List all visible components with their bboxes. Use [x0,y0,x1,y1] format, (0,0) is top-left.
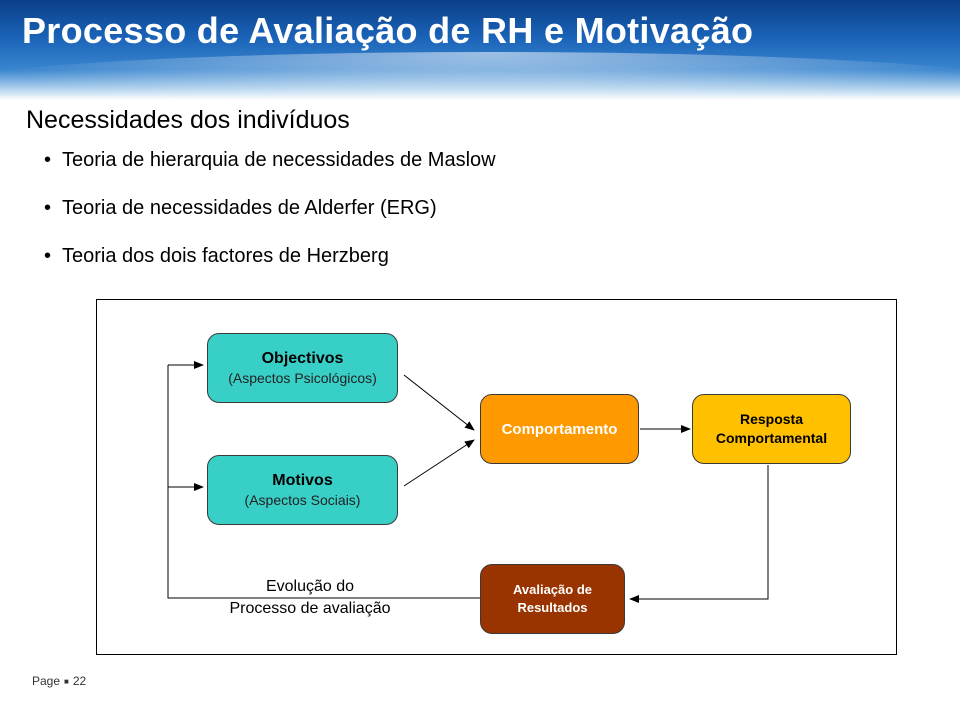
diagram-frame [96,299,897,655]
node-resposta-title-line1: Resposta [739,411,804,427]
bullet-item: Teoria dos dois factores de Herzberg [44,242,496,290]
slide-header: Processo de Avaliação de RH e Motivação [0,0,960,100]
node-motivos: Motivos (Aspectos Sociais) [207,455,398,525]
bullet-list: Teoria de hierarquia de necessidades de … [44,146,496,290]
node-comportamento: Comportamento [480,394,639,464]
node-avaliacao-title-line2: Resultados [517,600,588,615]
page-footer: Page■22 [32,674,86,688]
node-resposta-title-line2: Comportamental [715,430,828,446]
slide-title: Processo de Avaliação de RH e Motivação [22,10,754,51]
node-motivos-subtitle: (Aspectos Sociais) [244,492,361,508]
feedback-label-line2: Processo de avaliação [229,600,391,617]
header-swoosh-decoration [0,52,960,100]
page-label: Page [32,674,61,688]
square-bullet-icon: ■ [64,677,69,687]
page-number: 22 [72,674,87,688]
node-objectivos-title: Objectivos [261,350,344,367]
node-motivos-title: Motivos [272,472,333,489]
feedback-label-line1: Evolução do [265,578,355,595]
feedback-loop-label: Evolução do Processo de avaliação [200,576,420,620]
bullet-item: Teoria de hierarquia de necessidades de … [44,146,496,194]
node-avaliacao-resultados: Avaliação de Resultados [480,564,625,634]
node-objectivos: Objectivos (Aspectos Psicológicos) [207,333,398,403]
bullet-item: Teoria de necessidades de Alderfer (ERG) [44,194,496,242]
slide-subtitle: Necessidades dos indivíduos [26,106,350,134]
node-resposta-comportamental: Resposta Comportamental [692,394,851,464]
node-avaliacao-title-line1: Avaliação de [512,582,592,597]
node-objectivos-subtitle: (Aspectos Psicológicos) [228,370,377,386]
node-comportamento-title: Comportamento [501,420,618,438]
